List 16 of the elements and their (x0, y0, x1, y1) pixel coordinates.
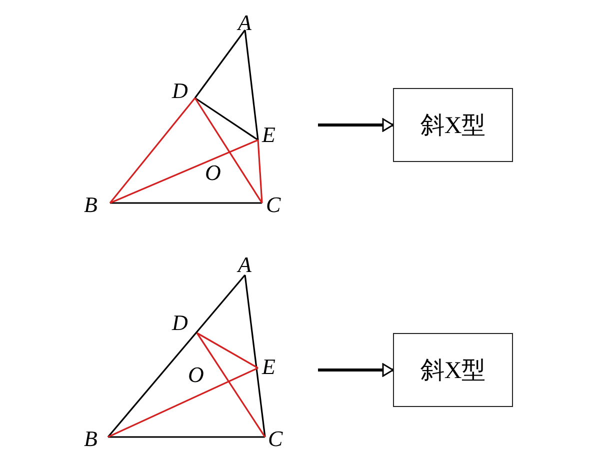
point-label: A (238, 12, 252, 34)
arrow (318, 363, 394, 377)
point-label: C (268, 428, 283, 450)
point-label: B (84, 428, 98, 450)
text-box: 斜X型 (393, 333, 513, 407)
point-label: B (84, 194, 98, 216)
text-box: 斜X型 (393, 88, 513, 162)
arrow (318, 118, 394, 132)
point-label: D (172, 80, 188, 102)
point-label: D (172, 312, 188, 334)
point-label: O (188, 364, 204, 386)
point-label: O (205, 162, 221, 184)
point-label: C (266, 194, 281, 216)
point-label: E (262, 124, 276, 146)
point-label: A (238, 254, 252, 276)
point-label: E (262, 356, 276, 378)
